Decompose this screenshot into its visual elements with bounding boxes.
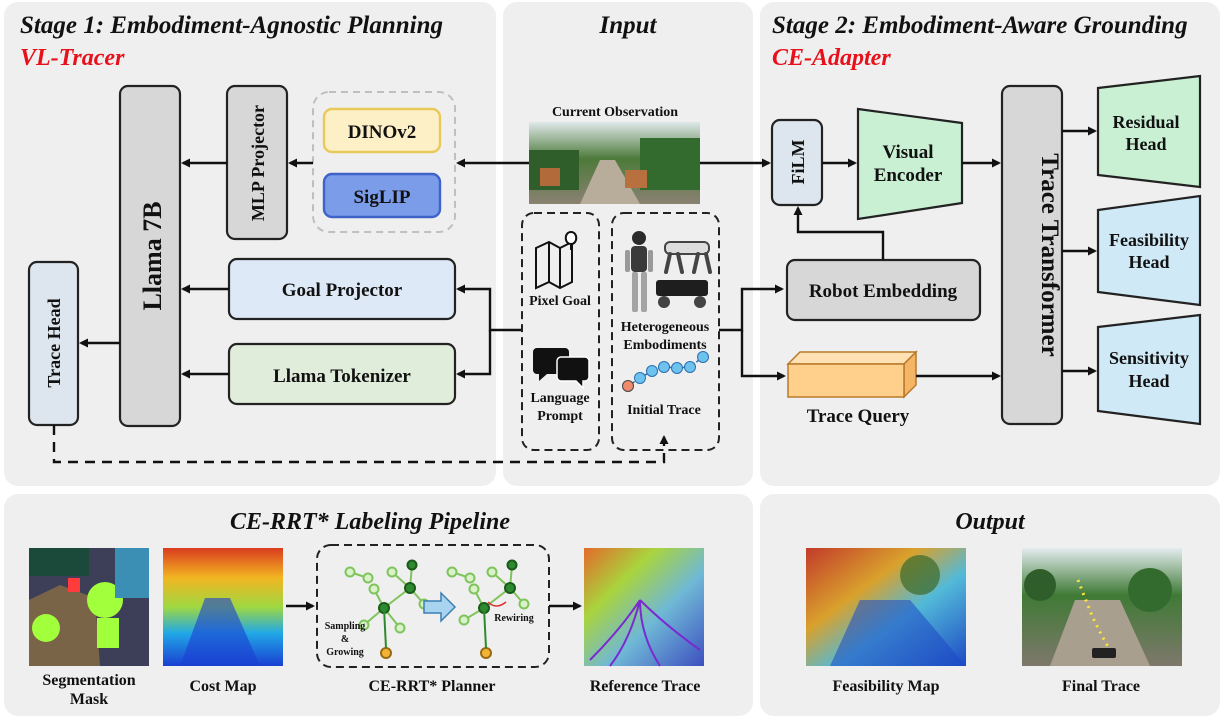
edge-embodiment-to-robot-embedding — [719, 284, 784, 332]
edge-inputs-to-goal — [456, 284, 522, 332]
robot-embedding-label: Robot Embedding — [809, 281, 958, 302]
heterogeneous-label-line1: Heterogeneous — [621, 320, 710, 335]
residual-head-label-line2: Head — [1125, 134, 1166, 154]
visual-encoder-label-line2: Encoder — [874, 165, 943, 186]
residual-head-block — [1096, 74, 1202, 189]
feasibility-head-block — [1096, 194, 1202, 307]
rewiring-label: Rewiring — [494, 613, 533, 624]
initial-trace-icon — [622, 351, 709, 392]
final-trace-image — [1022, 548, 1182, 666]
planner-group — [316, 544, 550, 668]
rrt-tree-sampling-icon — [344, 559, 430, 659]
trace-query-label: Trace Query — [807, 406, 910, 427]
stage1-title: Stage 1: Embodiment-Agnostic Planning — [20, 12, 443, 39]
final-trace-label: Final Trace — [1062, 678, 1140, 695]
dinov2-label: DINOv2 — [348, 122, 417, 143]
edge-inputs-to-tokenizer — [456, 330, 492, 379]
edge-trace-to-trace-query — [740, 330, 786, 381]
residual-head-label-line1: Residual — [1112, 112, 1179, 132]
forward-arrow-icon — [423, 591, 457, 623]
current-observation-label: Current Observation — [552, 105, 678, 120]
feasibility-map-image — [806, 548, 966, 666]
quadruped-robot-icon — [664, 241, 712, 274]
feasibility-head-label-line2: Head — [1128, 252, 1169, 272]
rrt-tree-rewiring-icon — [446, 559, 530, 659]
pixel-goal-label: Pixel Goal — [529, 294, 591, 309]
language-label-line1: Language — [530, 391, 589, 406]
output-title: Output — [955, 509, 1026, 535]
siglip-label: SigLIP — [353, 187, 410, 208]
feasibility-map-label: Feasibility Map — [832, 678, 939, 695]
stage2-title: Stage 2: Embodiment-Aware Grounding — [772, 12, 1188, 39]
heterogeneous-label-line2: Embodiments — [623, 338, 707, 353]
feasibility-head-label-line1: Feasibility — [1109, 230, 1189, 250]
trace-query-block — [786, 350, 918, 399]
language-label-line2: Prompt — [537, 409, 583, 424]
input-title: Input — [599, 12, 658, 39]
goal-projector-label: Goal Projector — [282, 280, 403, 301]
sampling-label-line3: Growing — [326, 647, 364, 658]
sensitivity-head-label-line1: Sensitivity — [1109, 348, 1189, 368]
embodiment-trace-group — [611, 212, 720, 451]
segmentation-label-line2: Mask — [70, 691, 108, 708]
sampling-label-line1: Sampling — [325, 621, 366, 632]
goal-language-group — [521, 212, 600, 451]
stage2-subtitle: CE-Adapter — [772, 45, 891, 71]
segmentation-label-line1: Segmentation — [42, 672, 135, 689]
cost-map-image — [163, 548, 283, 666]
reference-trace-image — [584, 548, 704, 667]
visual-encoder-block — [856, 107, 964, 221]
humanoid-robot-icon — [625, 231, 653, 312]
llama7b-label: Llama 7B — [138, 201, 167, 310]
segmentation-mask-image — [29, 548, 149, 666]
reference-trace-label: Reference Trace — [590, 678, 701, 695]
wheeled-robot-icon — [656, 280, 708, 308]
initial-trace-label: Initial Trace — [627, 403, 701, 418]
trace-transformer-block — [1000, 84, 1064, 426]
sampling-label-line2: & — [341, 634, 349, 645]
trace-head-label: Trace Head — [44, 298, 64, 387]
edge-tracehead-to-initial-trace — [52, 425, 669, 464]
map-pin-icon — [535, 230, 578, 290]
film-label: FiLM — [788, 139, 808, 184]
edge-robot-embedding-to-film — [793, 206, 885, 260]
chat-bubbles-icon — [533, 348, 590, 390]
cost-map-label: Cost Map — [189, 678, 256, 695]
mlp-projector-label: MLP Projector — [248, 105, 268, 221]
stage1-subtitle: VL-Tracer — [20, 45, 125, 71]
sensitivity-head-label-line2: Head — [1128, 371, 1169, 391]
llama-tokenizer-label: Llama Tokenizer — [273, 366, 411, 387]
planner-label: CE-RRT* Planner — [369, 678, 496, 695]
siglip-block — [322, 172, 442, 219]
trace-transformer-label: Trace Transformer — [1036, 153, 1063, 356]
sensitivity-head-block — [1096, 313, 1202, 426]
current-observation-image — [529, 122, 700, 204]
dinov2-block — [322, 107, 442, 154]
visual-encoder-label-line1: Visual — [882, 142, 933, 163]
pipeline-title: CE-RRT* Labeling Pipeline — [230, 509, 510, 535]
llama7b-block — [118, 84, 182, 428]
